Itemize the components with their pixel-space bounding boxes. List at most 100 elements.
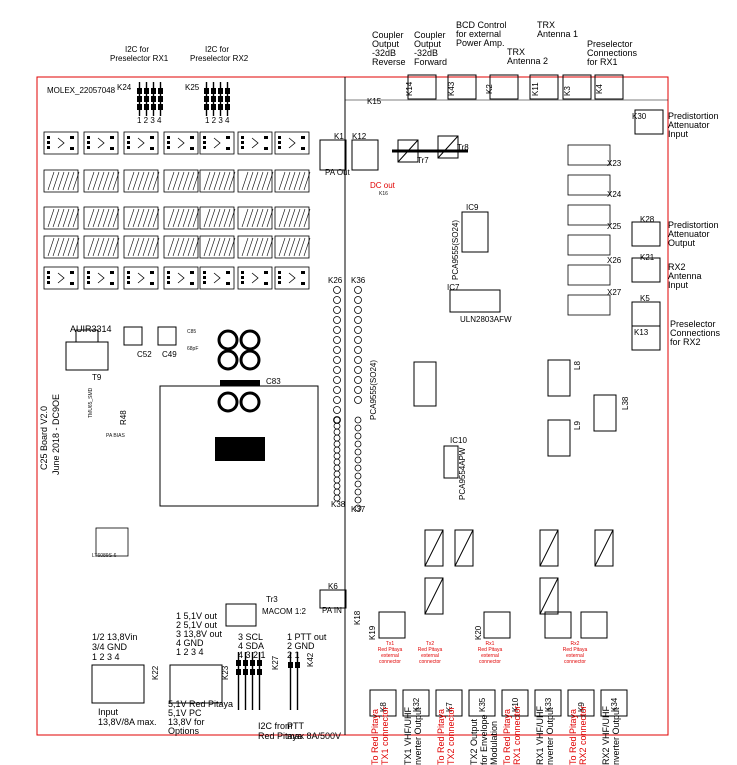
inductor-hatch bbox=[87, 208, 95, 228]
l38-label: L38 bbox=[621, 396, 630, 410]
relay-pin bbox=[47, 136, 50, 139]
inductor-hatch bbox=[47, 171, 55, 191]
inductor-hatch bbox=[223, 208, 231, 228]
text-line: Forward bbox=[414, 57, 447, 67]
inductor-hatch bbox=[102, 237, 110, 257]
k26-pin bbox=[333, 396, 341, 404]
relay-pin bbox=[264, 282, 268, 285]
relay-pin bbox=[127, 141, 130, 144]
relay-pin bbox=[87, 281, 90, 284]
dc-out-label: DC out bbox=[370, 181, 396, 190]
k37-pin bbox=[354, 496, 362, 504]
relay-pin bbox=[70, 136, 74, 139]
relay-pin bbox=[87, 271, 90, 274]
inductor-hatch bbox=[228, 171, 236, 191]
inductor-hatch bbox=[97, 208, 105, 228]
text-line: 5,1V Red Pitaya bbox=[168, 699, 233, 709]
inductor-body bbox=[274, 169, 310, 193]
bottom-connector-body bbox=[501, 689, 529, 717]
ext-connector bbox=[544, 611, 572, 639]
text-line: for RX2 bbox=[670, 337, 701, 347]
transformer-body bbox=[539, 529, 559, 567]
inductor-hatch bbox=[278, 237, 286, 257]
k37-label: K37 bbox=[351, 505, 366, 514]
relay-symbol bbox=[57, 272, 65, 284]
relay-body bbox=[199, 131, 235, 155]
k38-pin bbox=[333, 458, 341, 466]
bottom-connector-label: RX1 VHF/UHF bbox=[535, 705, 545, 765]
k37-pin bbox=[354, 432, 362, 440]
ext-connector bbox=[483, 611, 511, 639]
bottom-connector-label: TX1 connector bbox=[380, 706, 390, 765]
relay-pin bbox=[190, 147, 194, 150]
text-line: I2C from bbox=[258, 721, 293, 731]
text-line: Predistortion bbox=[668, 220, 719, 230]
k24-title-line1: I2C for bbox=[125, 45, 149, 54]
k26-pin bbox=[333, 406, 341, 414]
text-line: 2 5,1V out bbox=[176, 620, 218, 630]
relay-pin bbox=[167, 271, 170, 274]
bottom-connector-label: To Red Pitaya bbox=[568, 709, 578, 765]
relay-pin bbox=[167, 276, 170, 279]
inductor-body bbox=[83, 169, 119, 193]
inductor-hatch bbox=[57, 237, 65, 257]
k15-label: K15 bbox=[367, 97, 382, 106]
inductor-hatch bbox=[246, 171, 254, 191]
red-small-line: connector bbox=[419, 659, 441, 665]
transformer-hatch bbox=[454, 529, 474, 567]
inductor-hatch bbox=[283, 237, 291, 257]
r48-label: R48 bbox=[119, 410, 128, 425]
inductor-hatch bbox=[142, 208, 150, 228]
text-line: max 8A/500V bbox=[287, 731, 341, 741]
k26-pin bbox=[333, 346, 341, 354]
k11-label: K11 bbox=[531, 82, 540, 96]
tr3-block bbox=[225, 603, 257, 627]
k1-connector bbox=[319, 139, 347, 171]
inductor-hatch bbox=[278, 208, 286, 228]
text-line: Options bbox=[168, 726, 200, 736]
k26-pin bbox=[333, 316, 341, 324]
inductor-hatch bbox=[67, 208, 75, 228]
inductor-hatch bbox=[182, 171, 190, 191]
text-line: for external bbox=[456, 29, 501, 39]
inductor-hatch bbox=[261, 171, 269, 191]
right-connector bbox=[631, 325, 661, 351]
k25-label: K25 bbox=[185, 83, 200, 92]
lt-label: LT6089S-6 bbox=[92, 553, 117, 559]
k43-label: K43 bbox=[447, 81, 456, 96]
red-small-line: connector bbox=[479, 659, 501, 665]
bottom-connector-id: K8 bbox=[379, 702, 388, 712]
k37-pin bbox=[354, 448, 362, 456]
text-line: 4 3 2 1 bbox=[238, 650, 266, 660]
k38-pin bbox=[333, 464, 341, 472]
c52-cap bbox=[123, 326, 143, 346]
relay-pin bbox=[150, 282, 154, 285]
c52-label: C52 bbox=[137, 350, 152, 359]
k2-label: K2 bbox=[485, 84, 494, 94]
inductor-body bbox=[43, 235, 79, 259]
inductor-body bbox=[123, 235, 159, 259]
relay-pin bbox=[264, 136, 268, 139]
bottom-connector-label: To Red Pitaya bbox=[502, 709, 512, 765]
k26-pin bbox=[333, 386, 341, 394]
transformer-hatch bbox=[424, 577, 444, 615]
text-line: 4 SDA bbox=[238, 641, 264, 651]
text-line: Power Amp. bbox=[456, 38, 505, 48]
c49-cap bbox=[157, 326, 177, 346]
inductor-body bbox=[123, 169, 159, 193]
inductor-hatch bbox=[303, 171, 311, 191]
k26-pin bbox=[333, 376, 341, 384]
relay-pin bbox=[87, 276, 90, 279]
inductor-hatch bbox=[261, 208, 269, 228]
